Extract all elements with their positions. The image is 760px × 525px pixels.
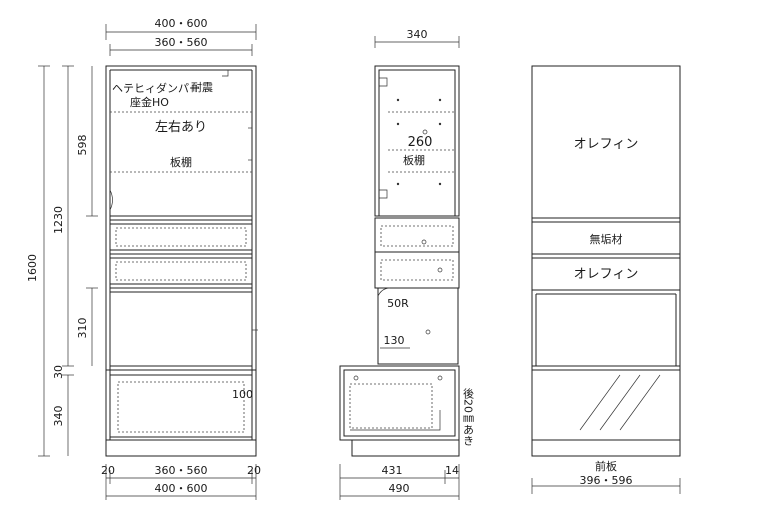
hinge-label: 左右あり	[155, 120, 207, 135]
damper-label-1: ヘテヒィダンパー	[112, 81, 200, 95]
front-view: 400・600 360・560 1600 1230 598 310 30 340	[26, 17, 261, 500]
front-height-upper: 1230	[52, 206, 65, 234]
front-width-outer: 400・600	[155, 17, 208, 30]
side-shelf-depth: 260	[408, 135, 433, 150]
side-radius: 50R	[387, 297, 409, 310]
front-height-shelf: 598	[76, 135, 89, 156]
seismic-label: 耐震	[191, 81, 213, 94]
side-depth-rear: 14	[445, 464, 459, 477]
elevation-view: オレフィン 無垢材 オレフィン 前板 396・596	[531, 65, 681, 494]
bottom-left-dim: 20	[101, 464, 115, 477]
bottom-mid-dim: 360・560	[155, 464, 208, 477]
panel-top: オレフィン	[574, 137, 639, 152]
front-height-open: 310	[76, 318, 89, 339]
shelf-label: 板棚	[170, 155, 192, 169]
side-shelf-label: 板棚	[403, 153, 425, 167]
side-view: 340 260 板棚 50R 130	[339, 28, 475, 500]
side-depth-top: 340	[407, 28, 428, 41]
front-height-base: 340	[52, 406, 65, 427]
bottom-outer-dim: 400・600	[155, 482, 208, 495]
front-board-label: 前板	[595, 459, 617, 473]
bottom-right-dim: 20	[247, 464, 261, 477]
panel-middle: 無垢材	[590, 232, 623, 246]
front-height-gap: 30	[52, 365, 65, 379]
side-depth-drawer: 431	[382, 464, 403, 477]
side-depth-total: 490	[389, 482, 410, 495]
rear-gap-label: 後20㎜あき	[462, 387, 475, 446]
panel-lower: オレフィン	[574, 267, 639, 282]
side-offset: 130	[384, 334, 405, 347]
front-width-inner: 360・560	[155, 36, 208, 49]
damper-label-2: 座金HO	[130, 95, 169, 109]
front-board-width: 396・596	[580, 474, 633, 487]
front-height-total: 1600	[26, 254, 39, 282]
inner-dim: 100	[232, 388, 253, 401]
